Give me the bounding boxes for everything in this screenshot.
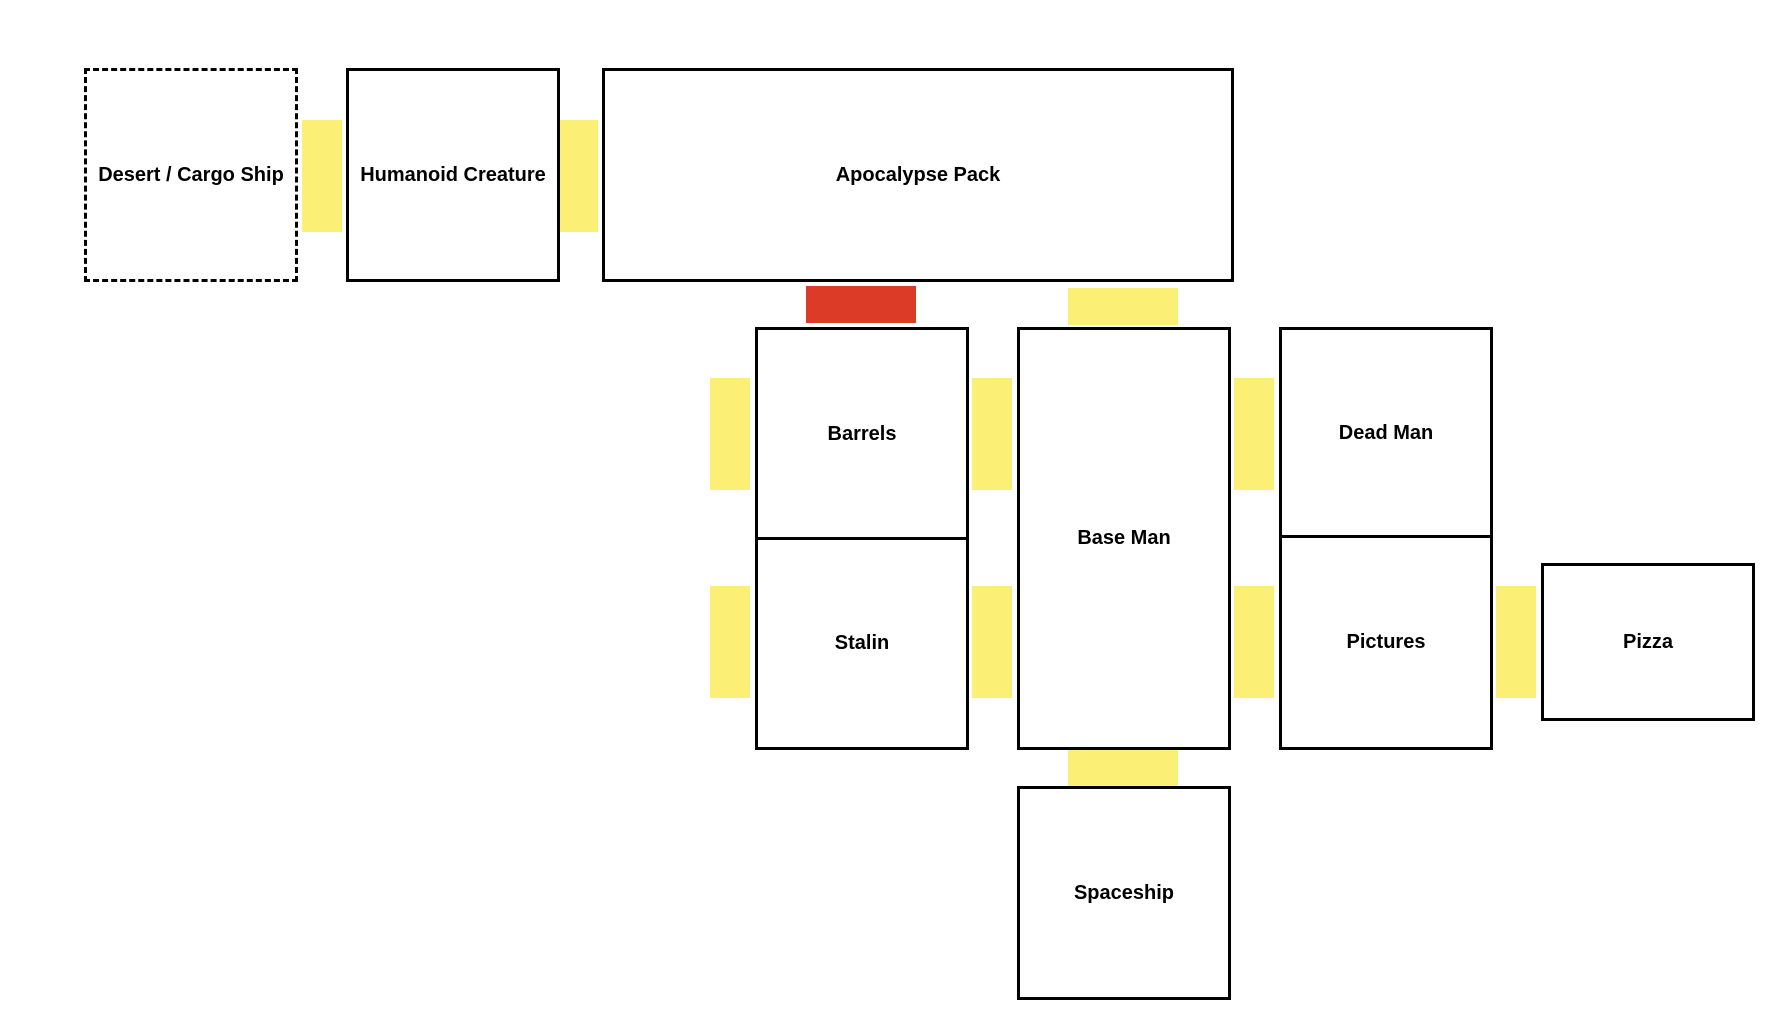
room-pictures: Pictures (1279, 535, 1493, 750)
room-apocalypse-pack: Apocalypse Pack (602, 68, 1234, 282)
room-label: Apocalypse Pack (835, 163, 1001, 186)
connector-baseman-deadman (1234, 378, 1274, 490)
room-label: Pizza (1622, 630, 1674, 653)
connector-baseman-pictures (1234, 586, 1274, 698)
room-base-man: Base Man (1017, 327, 1231, 750)
connector-stalin-baseman (972, 586, 1012, 698)
connector-barrels-baseman (972, 378, 1012, 490)
room-label: Spaceship (1073, 881, 1175, 904)
connector-barrels-west (710, 378, 750, 490)
room-label: Pictures (1346, 631, 1426, 653)
connector-stalin-west (710, 586, 750, 698)
connector-apocalypse-barrels (806, 286, 916, 323)
room-label: Dead Man (1338, 421, 1434, 444)
connector-desert-humanoid (302, 120, 342, 232)
room-desert-cargo-ship: Desert / Cargo Ship (84, 68, 298, 282)
room-pizza: Pizza (1541, 563, 1755, 721)
room-label: Stalin (834, 632, 890, 654)
room-label: Barrels (827, 422, 897, 445)
room-label: Desert / Cargo Ship (98, 163, 284, 186)
room-stalin: Stalin (755, 537, 969, 750)
room-barrels: Barrels (755, 327, 969, 541)
room-dead-man: Dead Man (1279, 327, 1493, 539)
connector-humanoid-apocalypse (558, 120, 598, 232)
connector-pictures-pizza (1496, 586, 1536, 698)
connector-baseman-spaceship (1068, 746, 1178, 788)
room-spaceship: Spaceship (1017, 786, 1231, 1000)
connector-apocalypse-baseman (1068, 288, 1178, 325)
room-label: Humanoid Creature (360, 163, 546, 186)
room-humanoid-creature: Humanoid Creature (346, 68, 560, 282)
room-label: Base Man (1077, 527, 1171, 549)
